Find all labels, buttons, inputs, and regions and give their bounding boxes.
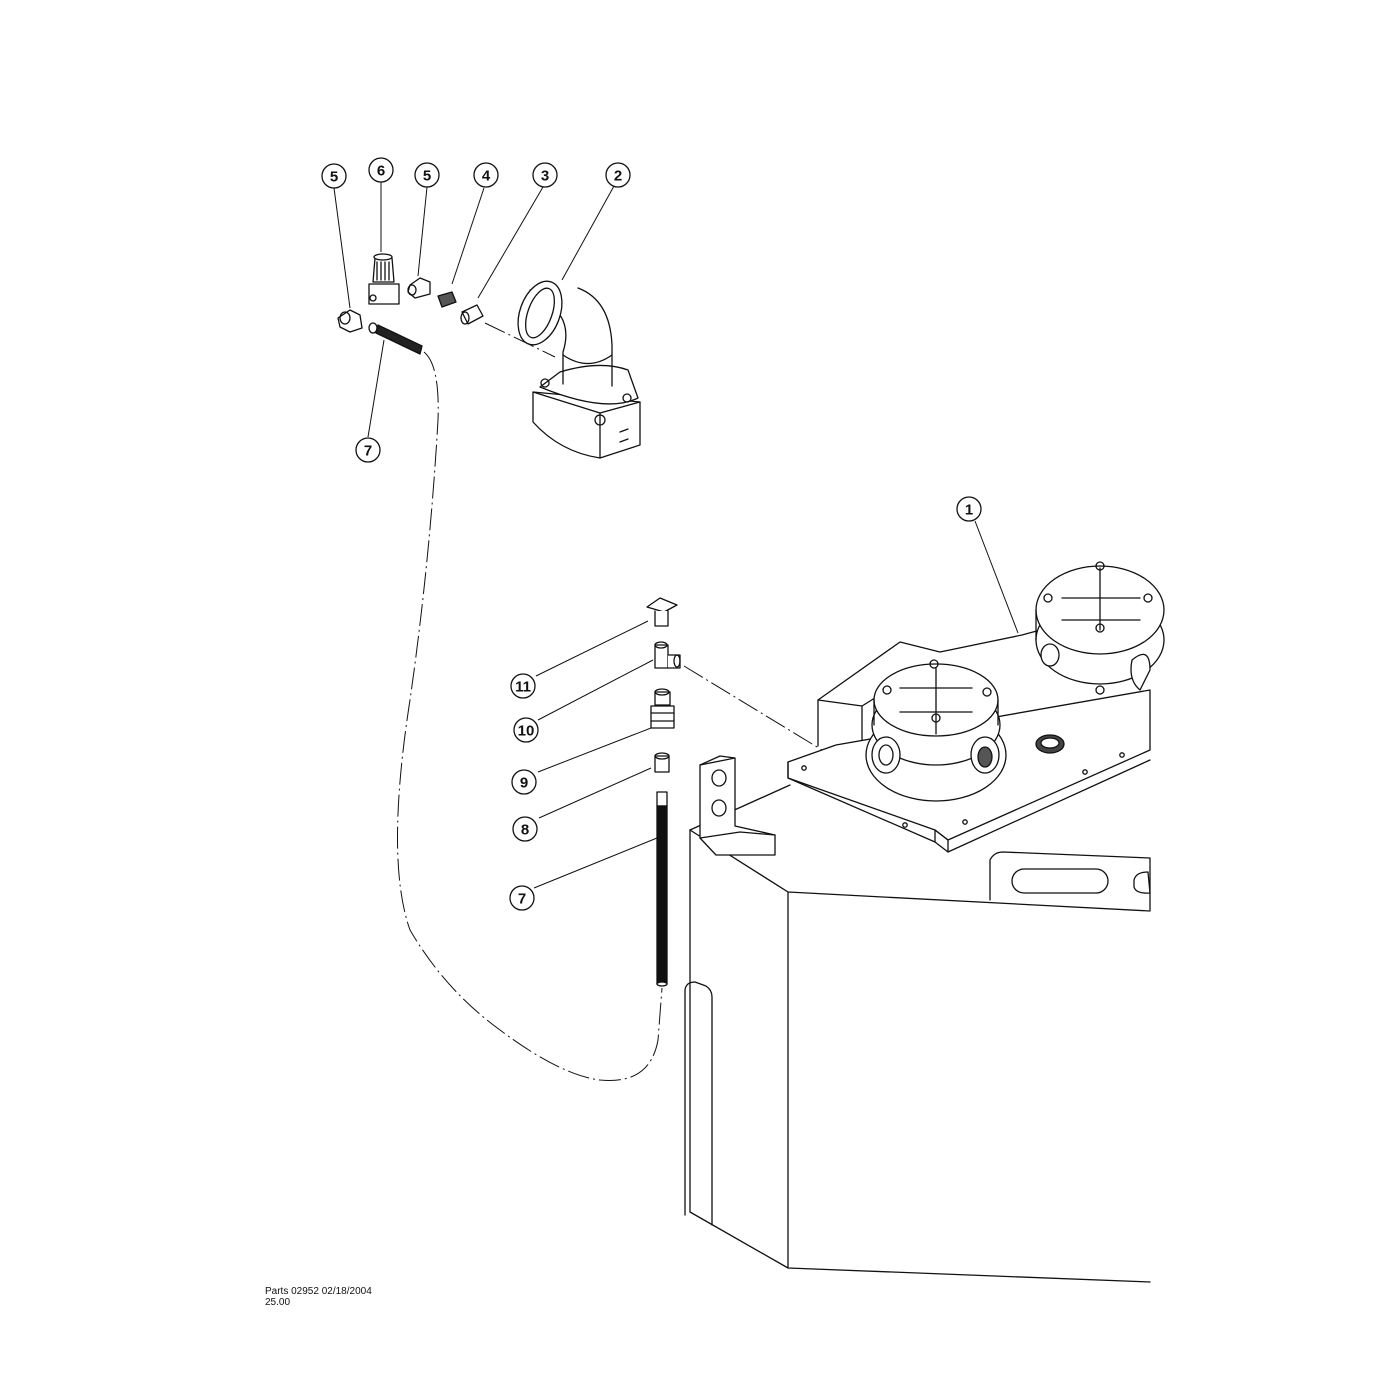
routing-lines <box>397 322 823 1081</box>
callout-circle <box>473 162 499 188</box>
callout-label: 11 <box>515 679 531 696</box>
fitting-5b <box>407 277 431 299</box>
hose-7b <box>656 791 668 987</box>
callout-label: 10 <box>518 723 535 740</box>
callout-circle <box>368 157 394 183</box>
pump-housing-front <box>865 659 1007 802</box>
callout-label: 2 <box>614 168 622 185</box>
callout-c8: 8 <box>512 816 538 842</box>
callout-c5b: 5 <box>414 162 440 188</box>
fitting-3 <box>460 304 484 325</box>
callout-c7b: 7 <box>509 885 535 911</box>
fitting-9 <box>650 688 675 729</box>
callout-circle <box>512 816 538 842</box>
filler-cap <box>1035 734 1065 754</box>
callout-circle <box>414 162 440 188</box>
callout-label: 1 <box>965 502 973 519</box>
callout-c3: 3 <box>532 162 558 188</box>
fitting-5a <box>337 309 363 333</box>
callout-circle <box>321 163 347 189</box>
fitting-10 <box>654 641 681 669</box>
callout-label: 5 <box>330 169 338 186</box>
pressure-regulator-6 <box>368 253 400 305</box>
fitting-4 <box>437 291 457 308</box>
callout-c7a: 7 <box>355 437 381 463</box>
pump-housing-rear <box>1035 561 1165 695</box>
callout-circle <box>532 162 558 188</box>
tank-handle-plate <box>989 851 1151 911</box>
fitting10-routing-line <box>683 665 823 751</box>
callout-label: 7 <box>518 891 526 908</box>
tank-assembly <box>684 561 1165 1283</box>
callout-c1: 1 <box>956 496 982 522</box>
callout-circle <box>510 673 536 699</box>
callout-circle <box>605 162 631 188</box>
callout-label: 3 <box>541 168 549 185</box>
footer-parts-line: Parts 02952 02/18/2004 <box>265 1286 372 1297</box>
callout-c5a: 5 <box>321 163 347 189</box>
fitting-11 <box>646 597 678 627</box>
callout-label: 4 <box>482 168 491 185</box>
callout-circle <box>355 437 381 463</box>
callout-circle <box>509 885 535 911</box>
elbow-adapter <box>517 280 641 459</box>
callout-c11: 11 <box>510 673 536 699</box>
callout-c6: 6 <box>368 157 394 183</box>
callout-label: 9 <box>520 775 528 792</box>
elbow-routing-line <box>484 322 556 358</box>
callout-circle <box>513 717 539 743</box>
fitting-8 <box>654 752 670 773</box>
callout-label: 6 <box>377 163 385 180</box>
callout-label: 5 <box>423 168 431 185</box>
callout-c2: 2 <box>605 162 631 188</box>
callout-c4: 4 <box>473 162 499 188</box>
tank-side-strap <box>684 981 713 1226</box>
callout-label: 8 <box>521 822 529 839</box>
footer-page-number: 25.00 <box>265 1297 291 1308</box>
callout-label: 7 <box>364 443 372 460</box>
callout-circle <box>511 769 537 795</box>
tank-left-side <box>689 829 1151 1283</box>
callout-c9: 9 <box>511 769 537 795</box>
mounting-bracket <box>699 755 776 856</box>
callout-circle <box>956 496 982 522</box>
callout-c10: 10 <box>513 717 539 743</box>
hose-routing-line <box>397 351 663 1081</box>
leader-lines <box>333 181 1019 889</box>
footer: Parts 02952 02/18/2004 25.00 <box>265 1286 372 1308</box>
fitting-7a-hose <box>368 322 423 355</box>
